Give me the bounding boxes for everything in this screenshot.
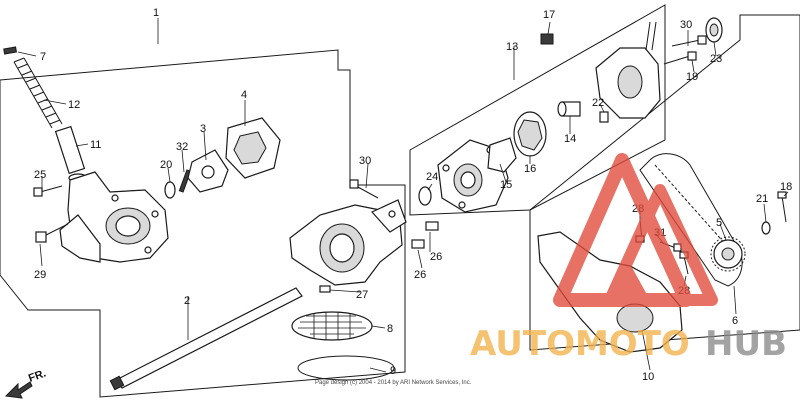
label-9: 9: [390, 365, 396, 377]
part-23-bearing: [705, 17, 723, 43]
label-5: 5: [716, 217, 722, 229]
part-27-dowel: [319, 285, 331, 293]
label-14: 14: [564, 133, 576, 145]
part-20-washer: [164, 181, 176, 199]
label-32: 32: [176, 141, 188, 153]
part-15-inner-rotor: [487, 137, 517, 173]
fr-label: FR.: [27, 367, 48, 384]
group-1-frame: [0, 49, 406, 398]
label-19: 19: [686, 71, 698, 83]
part-32-pin: [178, 169, 192, 193]
part-3-inner-rotor: [187, 149, 229, 193]
part-16-outer-rotor: [513, 111, 547, 157]
part-4-outer-rotor: [225, 117, 281, 179]
front-direction-arrow: FR.: [4, 367, 48, 399]
part-18-bolt: [777, 191, 787, 223]
automotohub-watermark-logo: AUTOMOTO HUB: [470, 153, 787, 364]
leader-lines: [17, 18, 789, 373]
label-13: 13: [506, 41, 518, 53]
part-5-sprocket: [710, 236, 746, 272]
label-25: 25: [34, 169, 46, 181]
label-30-right: 30: [680, 19, 692, 31]
part-30-bolt-upper: [349, 179, 379, 199]
label-27: 27: [356, 289, 368, 301]
part-11-sleeve: [54, 125, 86, 175]
part-17-cap: [540, 33, 554, 45]
label-11: 11: [90, 139, 101, 151]
part-12-spring: [13, 57, 63, 129]
label-15: 15: [500, 179, 512, 191]
copyright-text: Page design (c) 2004 - 2014 by ARI Netwo…: [315, 380, 472, 386]
group-chain-frame: [529, 14, 800, 351]
label-30-upper: 30: [359, 155, 371, 167]
label-12: 12: [68, 99, 80, 111]
label-1: 1: [153, 7, 159, 19]
label-6: 6: [732, 315, 738, 327]
label-16: 16: [524, 163, 536, 175]
label-4: 4: [241, 89, 247, 101]
part-30-bolt-right: [671, 35, 707, 47]
part-8-strainer: [291, 311, 373, 341]
part-2-shaft: [109, 287, 303, 391]
label-26-b: 26: [414, 269, 426, 281]
part-25-bolt: [33, 185, 63, 197]
watermark-text-hub: HUB: [705, 324, 787, 364]
part-14-collar: [557, 101, 581, 117]
label-2: 2: [184, 295, 190, 307]
label-17: 17: [543, 9, 555, 21]
part-22-dowel: [599, 111, 609, 123]
label-20: 20: [160, 159, 172, 171]
pump-cover-housing: [289, 199, 407, 286]
label-29: 29: [34, 269, 46, 281]
part-21-washer: [761, 221, 771, 235]
label-7: 7: [40, 51, 46, 63]
part-1-pump-body: [59, 171, 169, 263]
label-3: 3: [200, 123, 206, 135]
label-8: 8: [387, 323, 393, 335]
part-24-seal: [418, 186, 432, 206]
group-13-frame: [409, 4, 666, 216]
label-21: 21: [756, 193, 768, 205]
label-22: 22: [592, 97, 604, 109]
watermark-text-auto: AUTOMOTO: [470, 324, 690, 364]
part-9-o-ring: [297, 355, 395, 381]
part-29-bolt: [35, 223, 69, 243]
label-23: 23: [710, 53, 722, 65]
label-24: 24: [426, 171, 438, 183]
part-26-dowel-a: [425, 221, 439, 231]
label-10: 10: [642, 371, 654, 383]
part-19-bolt: [663, 51, 697, 65]
label-18: 18: [780, 181, 792, 193]
label-26-a: 26: [430, 251, 442, 263]
part-26-dowel-b: [411, 239, 425, 249]
pump-cover-13: [595, 21, 661, 119]
part-7-pin: [3, 46, 18, 55]
